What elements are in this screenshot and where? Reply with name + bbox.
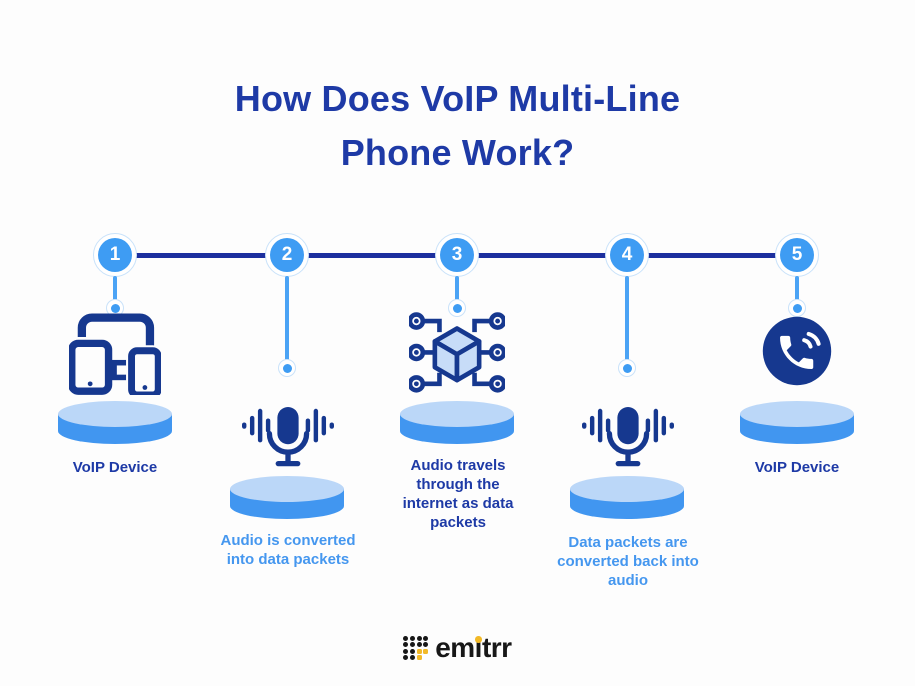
devices-icon [65,312,164,401]
step-1-label: VoIP Device [72,459,158,476]
step-5-number-badge: 5 [780,238,814,272]
step-2-stem [285,276,289,362]
step-1-node: 1 [93,233,137,277]
step-2-node: 2 [265,233,309,277]
step-2-label: Audio is converted into data packets [220,532,356,568]
microphone-audio-waves-icon [582,407,674,474]
logo-i-dot-accent [475,636,482,643]
step-1-stem [113,276,117,302]
step-4-end-dot [618,359,636,377]
platform-cylinder [227,473,347,526]
page-title: How Does VoIP Multi-Line Phone Work? [234,78,681,173]
step-5-node: 5 [775,233,819,277]
platform-cylinder [397,398,517,451]
emitrr-dots-icon [403,635,429,661]
step-3-end-dot [448,299,466,317]
step-5-stem [795,276,799,302]
logo-wordmark: emitrr [435,632,512,663]
step-3-stem [455,276,459,302]
step-4-label: Data packets are converted back into aud… [557,534,699,589]
platform-cylinder [55,398,175,451]
step-5-end-dot [788,299,806,317]
step-1-number-badge: 1 [98,238,132,272]
platform-cylinder [567,473,687,526]
step-4-stem [625,276,629,362]
step-2-end-dot [278,359,296,377]
step-4-node: 4 [605,233,649,277]
step-4-number-badge: 4 [610,238,644,272]
step-3-label: Audio travels through the internet as da… [402,457,514,531]
step-3-node: 3 [435,233,479,277]
emitrr-logo: emitrr [0,634,915,662]
step-5-label: VoIP Device [754,459,840,476]
microphone-audio-waves-icon [242,407,334,474]
platform-cylinder [737,398,857,451]
step-2-number-badge: 2 [270,238,304,272]
step-3-number-badge: 3 [440,238,474,272]
network-cube-icon [407,308,507,401]
phone-call-icon [761,315,833,392]
